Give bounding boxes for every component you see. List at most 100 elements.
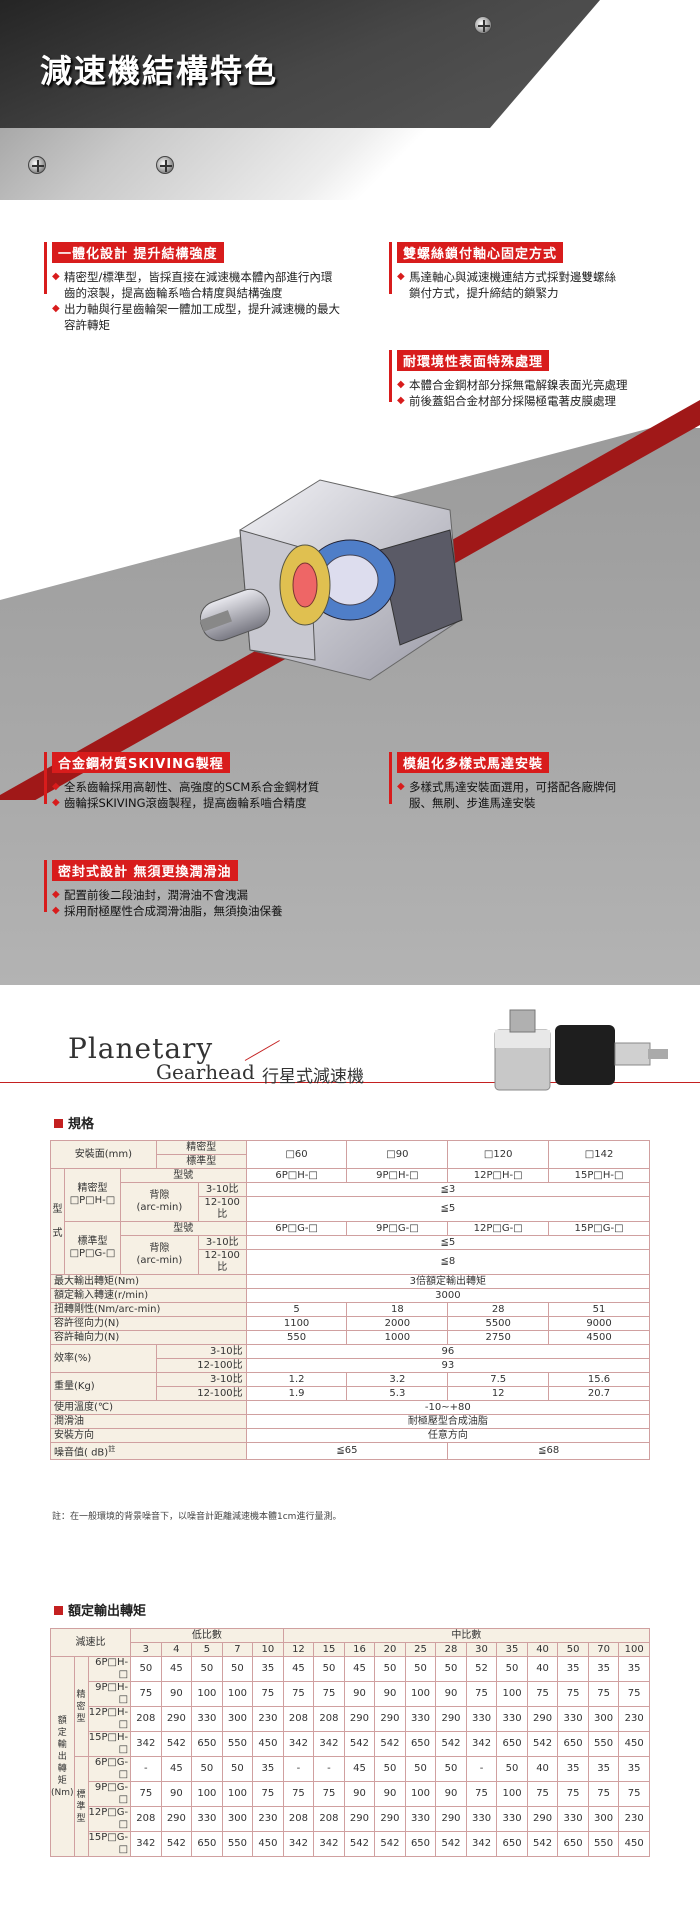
- value-cell: -: [130, 1756, 162, 1782]
- value-cell: 50: [191, 1756, 223, 1782]
- cell: 任意方向: [245, 1428, 651, 1443]
- value-cell: 290: [435, 1706, 467, 1732]
- cell: 耐極壓型合成油脂: [245, 1414, 651, 1429]
- cell: 標準型 □P□G-□: [63, 1221, 121, 1275]
- value-cell: 75: [282, 1781, 315, 1807]
- noise-note-mark: 註: [108, 1445, 116, 1453]
- value-cell: 208: [313, 1806, 345, 1832]
- header-dark-panel: [0, 0, 600, 128]
- cell: 6P□G-□: [245, 1221, 348, 1236]
- cell: ≦5: [245, 1196, 651, 1222]
- ratio-header: 100: [618, 1642, 650, 1657]
- cell: 型號: [119, 1221, 247, 1236]
- ratio-header: 70: [587, 1642, 620, 1657]
- cell: 最大輸出轉矩(Nm): [50, 1274, 247, 1289]
- cell: 型 式: [50, 1168, 65, 1275]
- divider-slash: [244, 1040, 280, 1061]
- accent-bar: [389, 752, 392, 804]
- cell: 3-10比: [197, 1182, 247, 1197]
- value-cell: 300: [221, 1706, 254, 1732]
- value-cell: 100: [191, 1781, 223, 1807]
- cell: ≦5: [245, 1235, 651, 1250]
- feature-item: 馬達軸心與減速機連結方式採對邊雙螺絲鎖付方式，提升締結的鎖緊力: [397, 269, 627, 301]
- value-cell: 330: [404, 1706, 437, 1732]
- value-cell: 342: [282, 1831, 315, 1857]
- feature-item: 齒輪採SKIVING滾齒製程，提高齒輪系嚙合精度: [52, 795, 352, 811]
- ratio-header: 4: [160, 1642, 193, 1657]
- accent-bar: [389, 350, 392, 402]
- cell: 18: [346, 1302, 449, 1317]
- spec-section-title: 規格: [54, 1113, 94, 1132]
- feature-item: 全系齒輪採用高韌性、高強度的SCM系合金鋼材質: [52, 779, 352, 795]
- ratio-header: 35: [496, 1642, 528, 1657]
- cell: 12-100比: [155, 1358, 247, 1373]
- value-cell: 45: [343, 1756, 376, 1782]
- value-cell: 35: [252, 1656, 284, 1682]
- value-cell: 650: [557, 1731, 589, 1757]
- value-cell: 75: [465, 1781, 498, 1807]
- cell: 51: [548, 1302, 650, 1317]
- value-cell: 208: [282, 1706, 315, 1732]
- value-cell: 50: [374, 1656, 406, 1682]
- value-cell: 75: [130, 1681, 162, 1707]
- value-cell: 75: [130, 1781, 162, 1807]
- value-cell: 650: [191, 1731, 223, 1757]
- value-cell: 75: [618, 1781, 650, 1807]
- value-cell: 290: [343, 1806, 376, 1832]
- cell: 3倍額定輸出轉矩: [245, 1274, 651, 1289]
- value-cell: 342: [282, 1731, 315, 1757]
- feature-modular-motor: 模組化多樣式馬達安裝 多樣式馬達安裝面選用，可搭配各廠牌伺服、無刷、步進馬達安裝: [389, 752, 627, 811]
- value-cell: 550: [587, 1831, 620, 1857]
- spec-table: 安裝面(mm) 精密型 □60 □90 □120 □142 標準型 型 式 精密…: [50, 1140, 651, 1461]
- ratio-header: 15: [313, 1642, 345, 1657]
- ratio-header: 25: [404, 1642, 437, 1657]
- cell: 9P□G-□: [346, 1221, 449, 1236]
- value-cell: 300: [587, 1806, 620, 1832]
- value-cell: 230: [618, 1706, 650, 1732]
- value-cell: 50: [404, 1756, 437, 1782]
- value-cell: 75: [313, 1681, 345, 1707]
- value-cell: 90: [435, 1781, 467, 1807]
- ratio-header: 16: [343, 1642, 376, 1657]
- feature-item: 精密型/標準型，皆採直接在減速機本體內部進行內環齒的滾製，提高齒輪系嚙合精度與結…: [52, 269, 342, 301]
- feature-title: 一體化設計 提升結構強度: [52, 242, 224, 263]
- value-cell: 208: [313, 1706, 345, 1732]
- gearhead-cutaway-illustration: [200, 479, 463, 681]
- value-cell: 35: [587, 1656, 620, 1682]
- value-cell: 650: [496, 1731, 528, 1757]
- cell: 93: [245, 1358, 651, 1373]
- value-cell: 90: [160, 1681, 193, 1707]
- model-cell: 9P□G-□: [87, 1781, 132, 1807]
- value-cell: 230: [618, 1806, 650, 1832]
- planetary-title: Planetary: [68, 1032, 214, 1065]
- value-cell: 542: [435, 1831, 467, 1857]
- value-cell: 330: [496, 1806, 528, 1832]
- feature-item: 多樣式馬達安裝面選用，可搭配各廠牌伺服、無刷、步進馬達安裝: [397, 779, 627, 811]
- cell: 15.6: [548, 1372, 650, 1387]
- value-cell: 300: [587, 1706, 620, 1732]
- value-cell: 300: [221, 1806, 254, 1832]
- value-cell: 542: [526, 1731, 559, 1757]
- features-section: 減速機結構特色 一體化設計 提升結構強度 精密型/標準型，皆採直接在減速機本體內…: [0, 0, 700, 985]
- value-cell: 50: [313, 1656, 345, 1682]
- value-cell: 542: [160, 1731, 193, 1757]
- cell: □90: [346, 1140, 449, 1169]
- cell: 4500: [548, 1330, 650, 1345]
- value-cell: 75: [252, 1781, 284, 1807]
- ratio-header: 28: [435, 1642, 467, 1657]
- cell: 9000: [548, 1316, 650, 1331]
- cell: 3000: [245, 1288, 651, 1303]
- value-cell: 50: [374, 1756, 406, 1782]
- cell: -10~+80: [245, 1400, 651, 1415]
- ratio-header: 7: [221, 1642, 254, 1657]
- cell: 12P□H-□: [447, 1168, 550, 1183]
- cell: 96: [245, 1344, 651, 1359]
- feature-title: 模組化多樣式馬達安裝: [397, 752, 550, 773]
- value-cell: 75: [526, 1781, 559, 1807]
- value-cell: 650: [557, 1831, 589, 1857]
- value-cell: 330: [465, 1706, 498, 1732]
- feature-title: 合金鋼材質SKIVING製程: [52, 752, 230, 773]
- value-cell: 550: [221, 1731, 254, 1757]
